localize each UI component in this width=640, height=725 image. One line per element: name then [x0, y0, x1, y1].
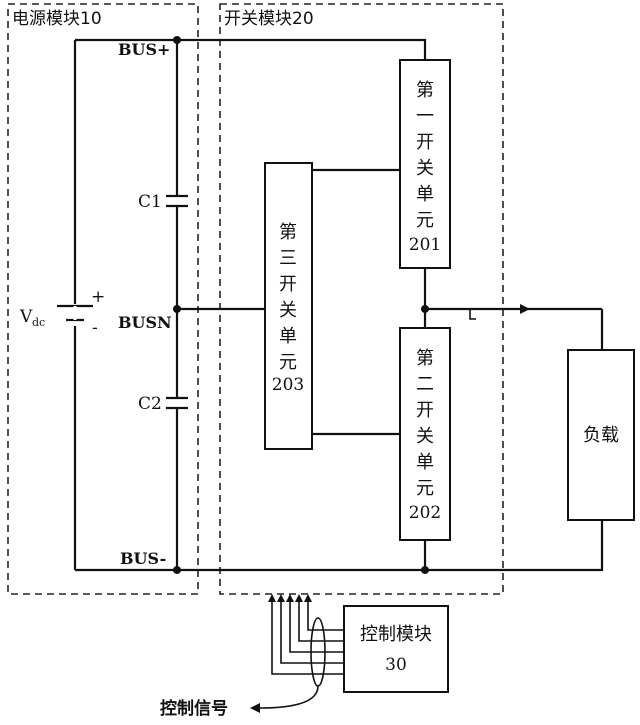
third-switch-unit-text: 第 三 开 关 单 元 203: [272, 222, 304, 395]
power-module-boundary: [7, 3, 199, 595]
bus-minus-label: BUS-: [120, 549, 166, 568]
svg-text:202: 202: [409, 503, 441, 523]
svg-text:203: 203: [272, 375, 304, 395]
svg-text:单: 单: [416, 452, 434, 473]
vdc-label: V: [19, 307, 33, 327]
svg-text:元: 元: [416, 210, 434, 231]
svg-text:关: 关: [416, 426, 434, 447]
switch-module-title: 开关模块20: [224, 9, 314, 29]
svg-text:元: 元: [416, 478, 434, 499]
svg-text:关: 关: [416, 158, 434, 179]
second-switch-unit-text: 第 二 开 关 单 元 202: [409, 348, 441, 523]
svg-text:单: 单: [279, 326, 297, 347]
svg-text:单: 单: [416, 184, 434, 205]
bus-minus-line: [75, 520, 604, 572]
bus-plus-line: [75, 38, 427, 60]
svg-text:开: 开: [416, 400, 434, 421]
junction-dot: [173, 566, 181, 574]
battery-minus-sign: -: [92, 318, 98, 338]
junction-dot: [173, 36, 181, 44]
third-switch-unit: [264, 162, 313, 450]
svg-text:第: 第: [279, 222, 297, 243]
control-module-box: [343, 605, 449, 693]
vdc-subscript: dc: [32, 316, 45, 329]
load-label: 负载: [583, 425, 619, 446]
switch-module-boundary: [219, 3, 504, 595]
control-module-number: 30: [385, 655, 407, 675]
bus-plus-label: BUS+: [118, 40, 170, 59]
control-signal-label: 控制信号: [160, 698, 228, 719]
svg-text:一: 一: [416, 106, 434, 127]
svg-text:201: 201: [409, 235, 441, 255]
load-box: [567, 349, 635, 521]
power-module-title: 电源模块10: [12, 9, 102, 29]
svg-text:第: 第: [416, 80, 434, 101]
c2-label: C2: [138, 394, 162, 414]
svg-text:开: 开: [279, 274, 297, 295]
first-switch-unit-text: 第 一 开 关 单 元 201: [409, 80, 441, 255]
svg-text:元: 元: [279, 352, 297, 373]
battery-plus-sign: +: [91, 287, 105, 307]
current-marker-icon: [469, 310, 476, 320]
svg-text:第: 第: [416, 348, 434, 369]
svg-text:关: 关: [279, 300, 297, 321]
svg-text:三: 三: [279, 248, 297, 269]
svg-text:开: 开: [416, 132, 434, 153]
control-module-title: 控制模块: [360, 624, 432, 645]
first-switch-unit: [399, 59, 451, 269]
c1-label: C1: [138, 192, 162, 212]
control-signal-bundle: [250, 594, 344, 713]
output-arrow-icon: [520, 304, 530, 314]
junction-dot: [173, 305, 181, 313]
second-switch-unit: [399, 327, 451, 541]
svg-text:二: 二: [416, 374, 434, 395]
busn-label: BUSN: [118, 313, 172, 332]
